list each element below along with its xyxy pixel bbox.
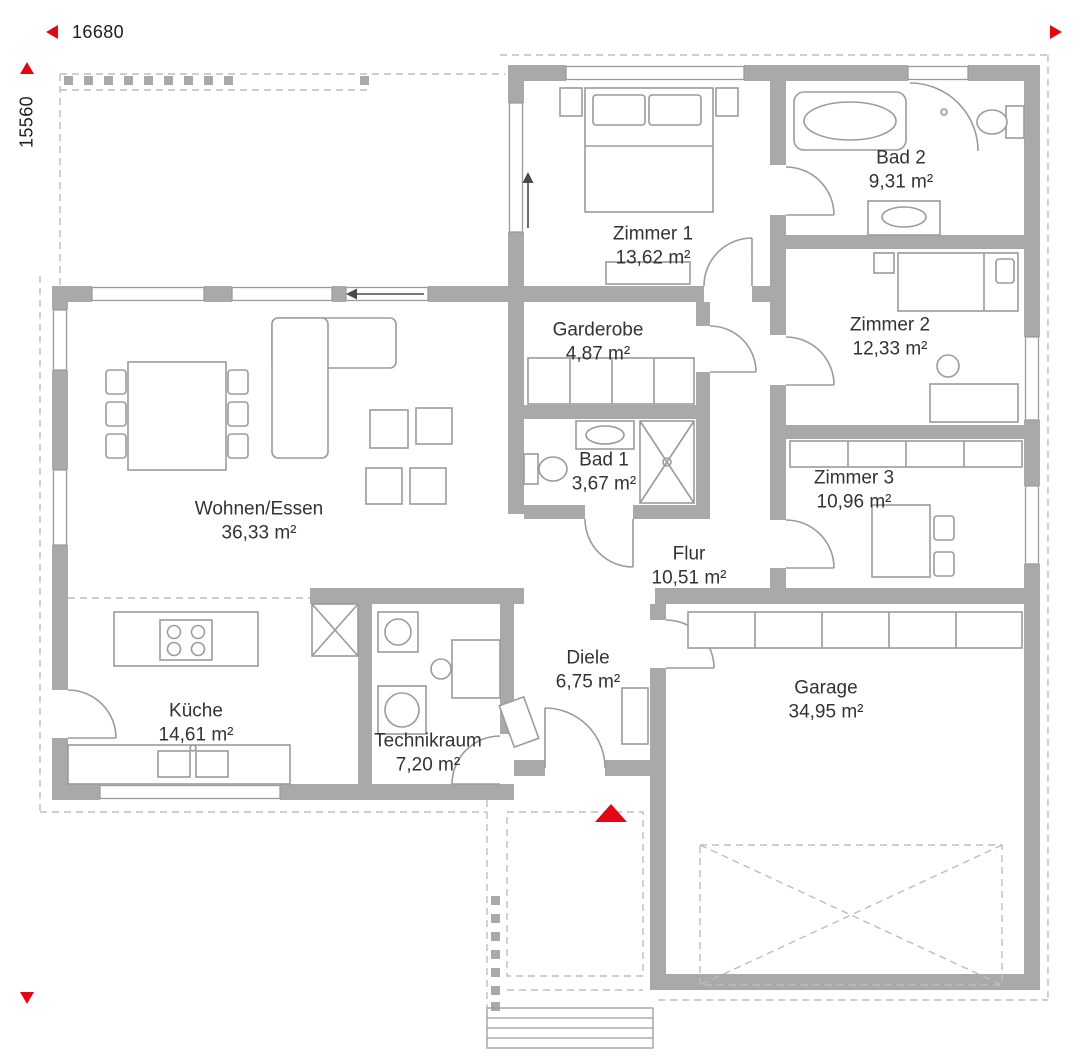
room-label-zimmer2: Zimmer 2 12,33 m² — [850, 313, 930, 360]
table — [871, 504, 931, 578]
furniture-zimmer3 — [789, 440, 1023, 578]
room-name: Garderobe — [552, 319, 644, 341]
room-area: 7,20 m² — [395, 754, 461, 775]
furniture-bad1 — [523, 420, 695, 504]
room-label-zimmer3: Zimmer 3 10,96 m² — [814, 466, 894, 513]
entrance-arrow-icon — [595, 804, 627, 822]
room-area: 36,33 m² — [221, 522, 297, 543]
arrow-up-icon — [20, 62, 34, 74]
walls — [52, 65, 1040, 990]
furniture-garage — [687, 611, 1023, 986]
entry-porch — [486, 800, 654, 1049]
parking-area — [699, 844, 1003, 986]
washer — [377, 611, 419, 653]
room-name: Flur — [672, 543, 706, 565]
sink — [157, 750, 191, 778]
dimension-width-label: 16680 — [72, 22, 125, 42]
furniture-zimmer2 — [873, 252, 1019, 423]
toilet-bowl — [538, 456, 568, 482]
furniture-technikraum — [377, 611, 501, 735]
room-label-garage: Garage 34,95 m² — [789, 676, 864, 723]
dining-table — [127, 361, 227, 471]
sliding-door-arrow — [346, 172, 534, 300]
room-name: Wohnen/Essen — [194, 498, 324, 520]
shoe-cabinet — [498, 695, 540, 749]
room-area: 10,51 m² — [651, 567, 727, 588]
room-name: Technikraum — [374, 730, 482, 752]
desk — [929, 383, 1019, 423]
room-label-bad1: Bad 1 3,67 m² — [572, 448, 636, 495]
kitchen-island — [113, 611, 259, 667]
room-name: Zimmer 2 — [849, 314, 931, 336]
room-area: 12,33 m² — [852, 338, 928, 359]
furniture-kueche — [67, 597, 359, 785]
shaft — [311, 603, 359, 657]
cabinet — [621, 687, 649, 745]
dimension-height-label: 15560 — [16, 95, 37, 149]
arrow-left-icon — [46, 25, 58, 39]
room-label-flur: Flur 10,51 m² — [652, 542, 727, 589]
room-area: 10,96 m² — [816, 491, 892, 512]
desk — [451, 639, 501, 699]
closet — [527, 357, 695, 405]
bathtub — [793, 91, 907, 151]
room-name: Bad 1 — [579, 449, 629, 471]
room-name: Küche — [169, 700, 223, 722]
arrow-down-icon — [20, 992, 34, 1004]
room-area: 3,67 m² — [571, 473, 637, 494]
toilet-tank — [1005, 105, 1025, 139]
cooktop — [159, 619, 213, 661]
furniture-bad2 — [793, 82, 1025, 236]
chair — [936, 354, 960, 378]
shower-glass — [909, 82, 979, 152]
room-label-wohnen-essen: Wohnen/Essen 36,33 m² — [195, 497, 324, 544]
heat-pump — [377, 685, 427, 735]
room-name: Zimmer 1 — [612, 223, 694, 245]
room-area: 4,87 m² — [565, 343, 631, 364]
toilet-bowl — [976, 109, 1008, 135]
furniture-diele — [498, 687, 649, 749]
room-label-kueche: Küche 14,61 m² — [159, 699, 234, 746]
room-name: Bad 2 — [876, 147, 926, 169]
room-label-diele: Diele 6,75 m² — [556, 646, 620, 693]
room-label-garderobe: Garderobe 4,87 m² — [553, 318, 644, 365]
room-name: Zimmer 3 — [813, 467, 895, 489]
room-name: Garage — [794, 677, 858, 699]
room-area: 9,31 m² — [868, 171, 934, 192]
room-label-zimmer1: Zimmer 1 13,62 m² — [613, 222, 693, 269]
dimension-arrows — [20, 25, 1062, 1004]
room-name: Diele — [566, 647, 610, 669]
room-area: 14,61 m² — [158, 724, 234, 745]
room-label-bad2: Bad 2 9,31 m² — [869, 146, 933, 193]
coffee-table — [369, 409, 409, 449]
furniture-zimmer1 — [559, 87, 739, 285]
arrow-right-icon — [1050, 25, 1062, 39]
room-label-technikraum: Technikraum 7,20 m² — [374, 729, 482, 776]
room-area: 13,62 m² — [615, 247, 691, 268]
shelf — [687, 611, 1023, 649]
furniture-garderobe — [527, 357, 695, 405]
washbasin — [867, 200, 941, 236]
roof-overhang-outline — [39, 54, 1049, 1001]
entry-steps — [486, 1007, 654, 1049]
doors — [67, 166, 835, 785]
room-area: 6,75 m² — [555, 671, 621, 692]
toilet-tank — [523, 453, 539, 485]
furniture-wohnen — [105, 317, 453, 505]
room-area: 34,95 m² — [788, 701, 864, 722]
terrace-pergola — [59, 73, 505, 286]
windows — [52, 65, 1040, 800]
